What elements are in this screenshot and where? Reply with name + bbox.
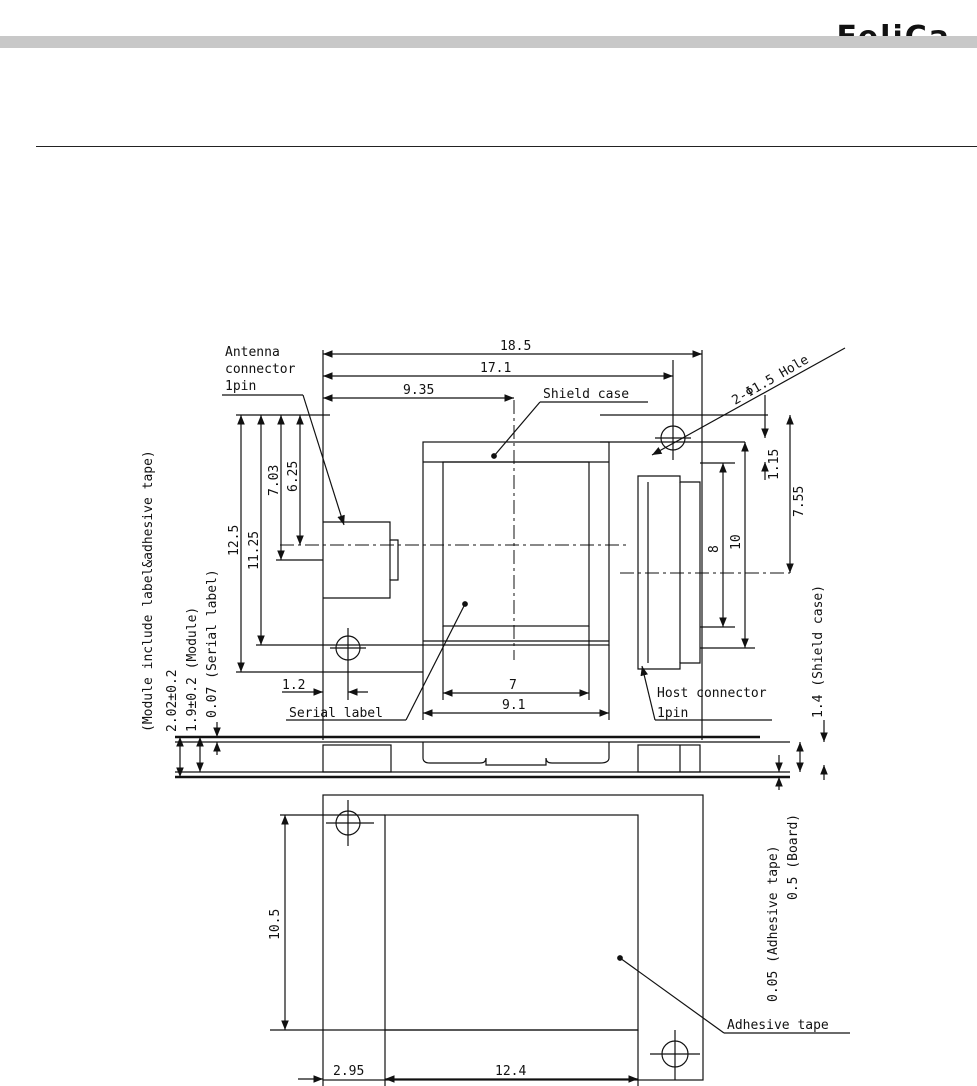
module-dim: 1.9±0.2 (Module) — [185, 607, 200, 732]
hole-label: 2-Φ1.5 Hole — [730, 352, 812, 408]
dim-17-1: 17.1 — [480, 361, 511, 376]
dim-2-95: 2.95 — [333, 1064, 364, 1079]
board-outline — [322, 794, 704, 1081]
adhesive-tape-label: Adhesive tape — [727, 1018, 829, 1033]
dim-7-55: 7.55 — [792, 486, 807, 517]
dim-9-35: 9.35 — [403, 383, 434, 398]
dim-9-1: 9.1 — [502, 698, 525, 713]
adhesive-dim: 0.05 (Adhesive tape) — [766, 845, 781, 1002]
module-incl-label: (Module include label&adhesive tape) — [141, 450, 156, 732]
header-rule — [36, 146, 977, 147]
dim-11-25: 11.25 — [247, 531, 262, 570]
top-view: 18.5 17.1 9.35 12.5 11.25 7.03 6.25 1.15… — [222, 339, 846, 740]
serial-dim: 0.07 (Serial label) — [205, 569, 220, 718]
host-connector-label-1: Host connector — [657, 686, 767, 701]
dim-7-03: 7.03 — [267, 465, 282, 496]
dim-7: 7 — [509, 678, 517, 693]
dim-12-4: 12.4 — [495, 1064, 526, 1079]
side-view: (Module include label&adhesive tape) 2.0… — [141, 450, 828, 1002]
dim-1-15: 1.15 — [767, 449, 782, 480]
host-connector-label-2: 1pin — [657, 706, 688, 721]
dim-18-5: 18.5 — [500, 339, 531, 354]
dim-6-25: 6.25 — [286, 461, 301, 492]
dim-12-5: 12.5 — [227, 525, 242, 556]
module-incl-dim: 2.02±0.2 — [165, 669, 180, 732]
adhesive-tape-area — [384, 814, 639, 1031]
dim-1-2: 1.2 — [282, 678, 305, 693]
shield-case-label: Shield case — [543, 387, 629, 402]
board-dim: 0.5 (Board) — [786, 814, 801, 900]
header-band — [0, 36, 977, 48]
dim-8: 8 — [707, 545, 722, 553]
host-connector — [637, 475, 701, 670]
antenna-connector — [323, 521, 399, 599]
dim-10: 10 — [729, 534, 744, 550]
shield-dim: 1.4 (Shield case) — [811, 585, 826, 718]
bottom-view: 10.5 2.95 12.4 Adhesive tape — [268, 794, 850, 1086]
antenna-label-1: Antenna — [225, 345, 280, 360]
serial-label-text: Serial label — [289, 706, 383, 721]
antenna-label-3: 1pin — [225, 379, 256, 394]
antenna-label-2: connector — [225, 362, 296, 377]
shield-case-outline — [422, 441, 610, 646]
dim-10-5: 10.5 — [268, 909, 283, 940]
